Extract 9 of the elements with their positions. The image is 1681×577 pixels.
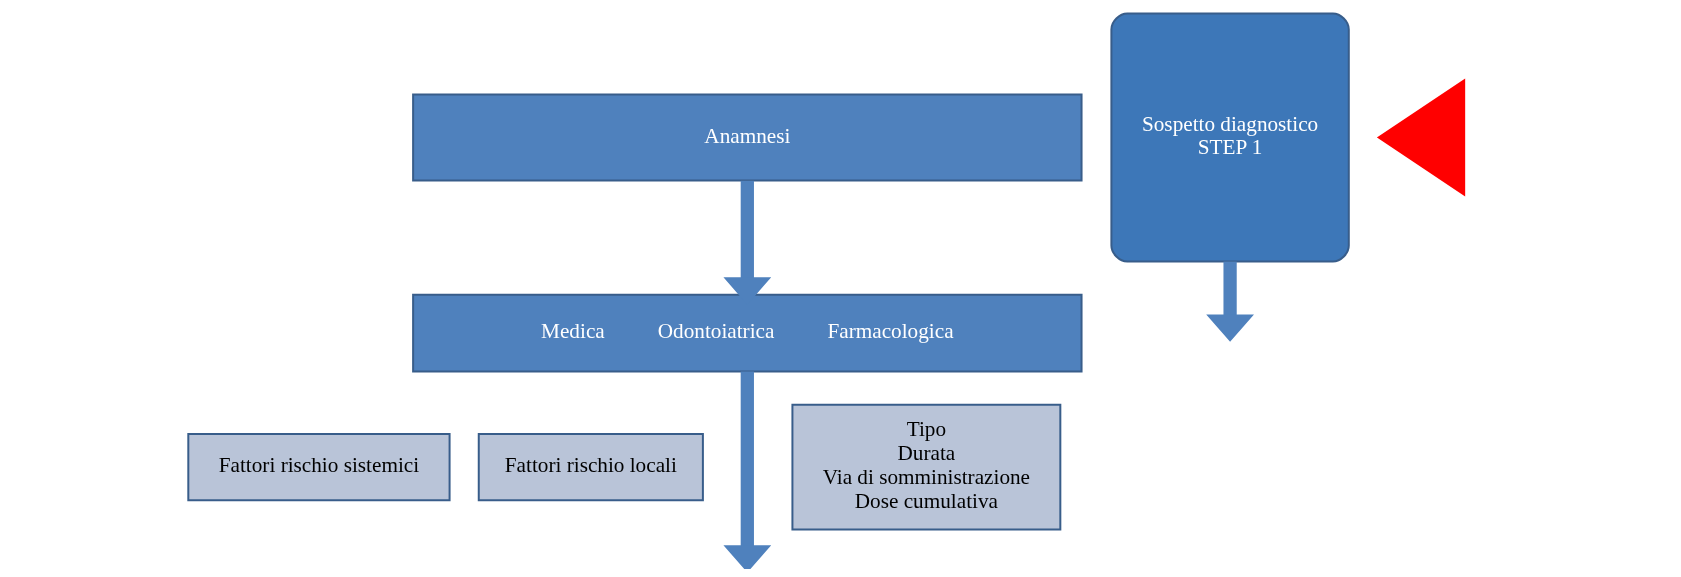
node-box: Anamnesi: [412, 93, 1083, 182]
node-box: Fattori rischio sistemici: [187, 432, 451, 502]
node-triangle: [1376, 78, 1466, 197]
node-box: Tipo Durata Via di somministrazione Dose cumulativa: [791, 403, 1062, 531]
arrow: [1206, 261, 1254, 342]
arrow: [723, 371, 772, 569]
node-box: Fattori rischio locali: [477, 432, 704, 502]
node-box: Sospetto diagnostico STEP 1: [1110, 12, 1350, 263]
node-box: Medica Odontoiatrica Farmacologica: [412, 293, 1083, 373]
